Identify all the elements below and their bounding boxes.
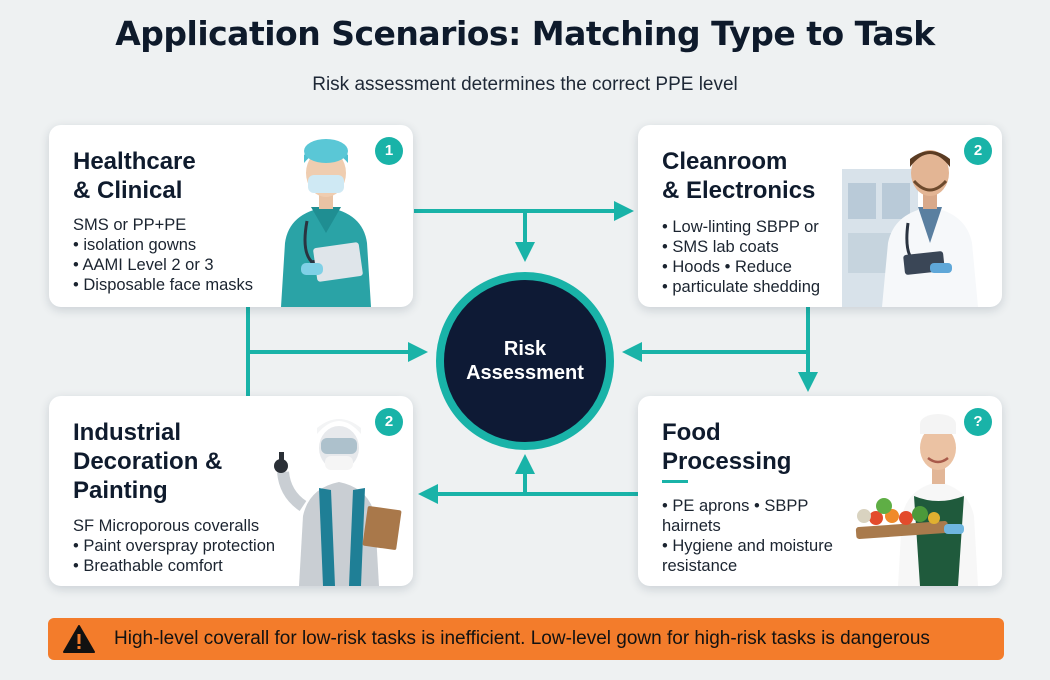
card-line: • particulate shedding: [662, 278, 821, 296]
card-title: Industrial Decoration & Painting: [73, 419, 223, 504]
step-badge: 2: [375, 408, 403, 436]
page-subtitle: Risk assessment determines the correct P…: [312, 74, 738, 95]
card-line: • PE aprons • SBPP: [662, 497, 809, 515]
food-worker-icon: [855, 414, 978, 586]
card-cleanroom: Cleanroom & Electronics • Low-linting SB…: [638, 125, 1002, 307]
card-body: SF Microporous coveralls • Paint overspr…: [73, 516, 275, 576]
card-line: • Breathable comfort: [73, 557, 223, 575]
card-body: SMS or PP+PE • isolation gowns • AAMI Le…: [73, 215, 253, 295]
risk-assessment-hub: Risk Assessment: [436, 272, 614, 450]
page-title: Application Scenarios: Matching Type to …: [115, 14, 935, 53]
card-line: • isolation gowns: [73, 236, 197, 254]
card-title: Cleanroom & Electronics: [662, 148, 816, 204]
coverall-worker-icon: [274, 419, 402, 586]
card-title: Food Processing: [662, 419, 792, 475]
warning-banner: High-level coverall for low-risk tasks i…: [48, 618, 1004, 660]
card-line: • SMS lab coats: [662, 238, 779, 256]
card-line: • Hoods • Reduce: [662, 258, 792, 276]
step-badge: 1: [375, 137, 403, 165]
card-industrial: Industrial Decoration & Painting SF Micr…: [49, 396, 413, 586]
card-healthcare: Healthcare & Clinical SMS or PP+PE • iso…: [49, 125, 413, 307]
card-line: • Paint overspray protection: [73, 537, 276, 555]
card-line: hairnets: [662, 517, 721, 535]
warning-text: High-level coverall for low-risk tasks i…: [114, 628, 930, 649]
lab-scientist-icon: [842, 150, 978, 307]
title-accent: [662, 480, 688, 483]
card-title: Healthcare & Clinical: [73, 148, 196, 204]
card-line: • AAMI Level 2 or 3: [73, 256, 214, 274]
step-badge: 2: [964, 137, 992, 165]
card-line: • Disposable face masks: [73, 276, 254, 294]
card-body: • PE aprons • SBPP hairnets • Hygiene an…: [662, 496, 833, 576]
warning-icon: [63, 625, 95, 653]
card-line: SMS or PP+PE: [73, 216, 187, 234]
card-line: • Low-linting SBPP or: [662, 218, 819, 236]
healthcare-worker-icon: [281, 139, 371, 307]
step-badge: ?: [964, 408, 992, 436]
card-line: SF Microporous coveralls: [73, 517, 260, 535]
card-body: • Low-linting SBPP or • SMS lab coats • …: [662, 217, 820, 297]
card-line: resistance: [662, 557, 738, 575]
card-line: • Hygiene and moisture: [662, 537, 833, 555]
card-food-processing: Food Processing • PE aprons • SBPP hairn…: [638, 396, 1002, 586]
